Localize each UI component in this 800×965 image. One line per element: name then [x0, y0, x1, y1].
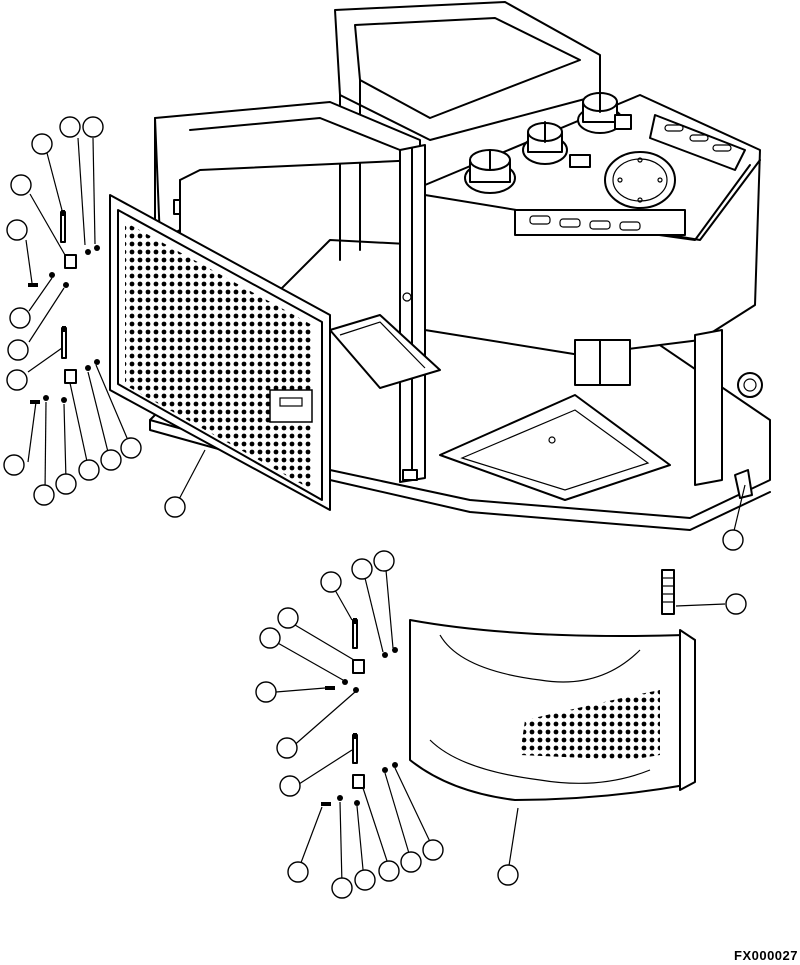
- callout-bubble: [351, 558, 373, 580]
- callout-bubble: [9, 307, 31, 329]
- callout-bubble: [100, 449, 122, 471]
- callout-bubble: [422, 839, 444, 861]
- callout-bubble: [497, 864, 519, 886]
- callout-bubble: [55, 473, 77, 495]
- callout-bubble: [320, 571, 342, 593]
- valve-assembly: [464, 91, 632, 194]
- callout-bubble: [378, 860, 400, 882]
- side-cover-panel: [409, 569, 696, 801]
- lower-leader-lines: [275, 569, 726, 886]
- callout-bubble: [255, 681, 277, 703]
- callout-bubble: [164, 496, 186, 518]
- callout-bubble: [722, 529, 744, 551]
- cover-hardware: [321, 618, 398, 806]
- drawing-id-label: FX000027: [734, 948, 798, 963]
- callout-bubble: [6, 369, 28, 391]
- callout-bubble: [331, 877, 353, 899]
- callout-bubble: [82, 116, 104, 138]
- callout-bubble: [279, 775, 301, 797]
- callout-bubble: [31, 133, 53, 155]
- front-grille-panel: [109, 194, 331, 511]
- callout-bubble: [78, 459, 100, 481]
- callout-bubble: [287, 861, 309, 883]
- callout-bubble: [120, 437, 142, 459]
- callout-bubble: [400, 851, 422, 873]
- callout-bubble: [259, 627, 281, 649]
- callout-bubble: [6, 219, 28, 241]
- grille-hardware: [28, 210, 100, 404]
- callout-bubble: [33, 484, 55, 506]
- upper-leader-lines: [25, 137, 746, 536]
- callout-bubble: [10, 174, 32, 196]
- lower-callouts: [255, 550, 747, 899]
- callout-bubble: [277, 607, 299, 629]
- callout-bubble: [3, 454, 25, 476]
- callout-bubble: [354, 869, 376, 891]
- callout-bubble: [373, 550, 395, 572]
- callout-bubble: [59, 116, 81, 138]
- upper-callouts: [3, 116, 744, 551]
- callout-bubble: [276, 737, 298, 759]
- callout-bubble: [7, 339, 29, 361]
- callout-bubble: [725, 593, 747, 615]
